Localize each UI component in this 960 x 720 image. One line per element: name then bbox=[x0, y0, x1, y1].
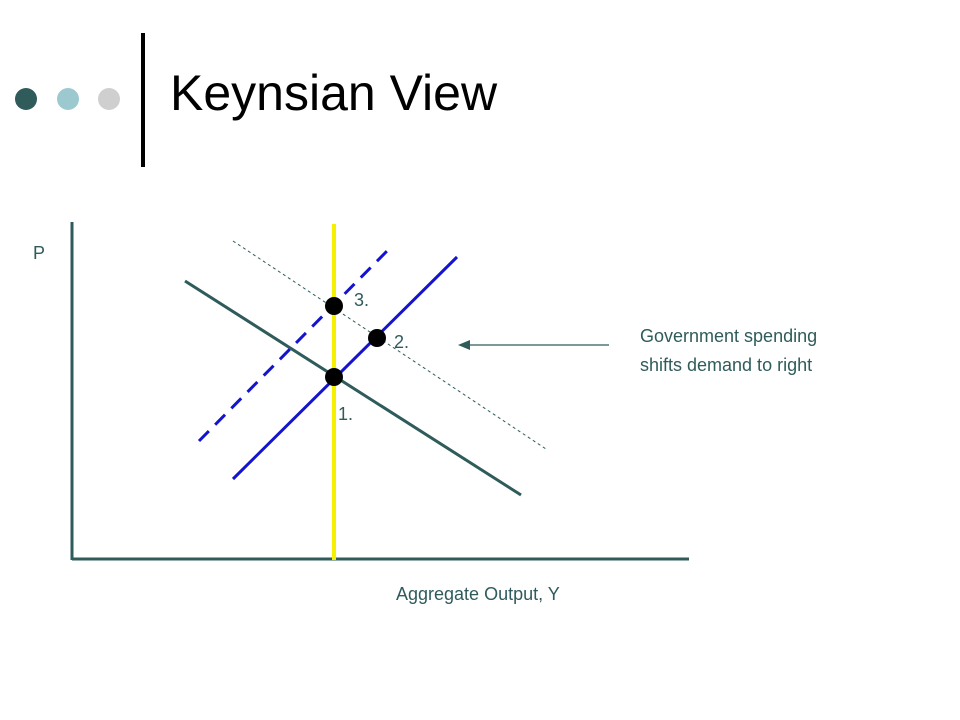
point-label-1: 1. bbox=[338, 404, 353, 424]
equilibrium-point-1 bbox=[325, 368, 343, 386]
x-axis-label: Aggregate Output, Y bbox=[396, 584, 560, 604]
bullet-dot-dark bbox=[15, 88, 37, 110]
aggregate-demand-line bbox=[184, 279, 522, 497]
annotation-arrow-head bbox=[458, 340, 470, 350]
equilibrium-point-2 bbox=[368, 329, 386, 347]
aggregate-demand-shifted-line bbox=[232, 240, 547, 450]
point-label-2: 2. bbox=[394, 332, 409, 352]
equilibrium-point-3 bbox=[325, 297, 343, 315]
annotation-line-2: shifts demand to right bbox=[640, 355, 812, 375]
bullet-dot-teal bbox=[57, 88, 79, 110]
point-label-3: 3. bbox=[354, 290, 369, 310]
bullet-dot-gray bbox=[98, 88, 120, 110]
short-run-supply-shifted-line bbox=[197, 246, 392, 443]
title-divider bbox=[141, 33, 145, 167]
slide-title: Keynsian View bbox=[170, 65, 498, 121]
y-axis-label: P bbox=[33, 243, 45, 263]
short-run-supply-line bbox=[231, 255, 459, 481]
annotation-line-1: Government spending bbox=[640, 326, 817, 346]
